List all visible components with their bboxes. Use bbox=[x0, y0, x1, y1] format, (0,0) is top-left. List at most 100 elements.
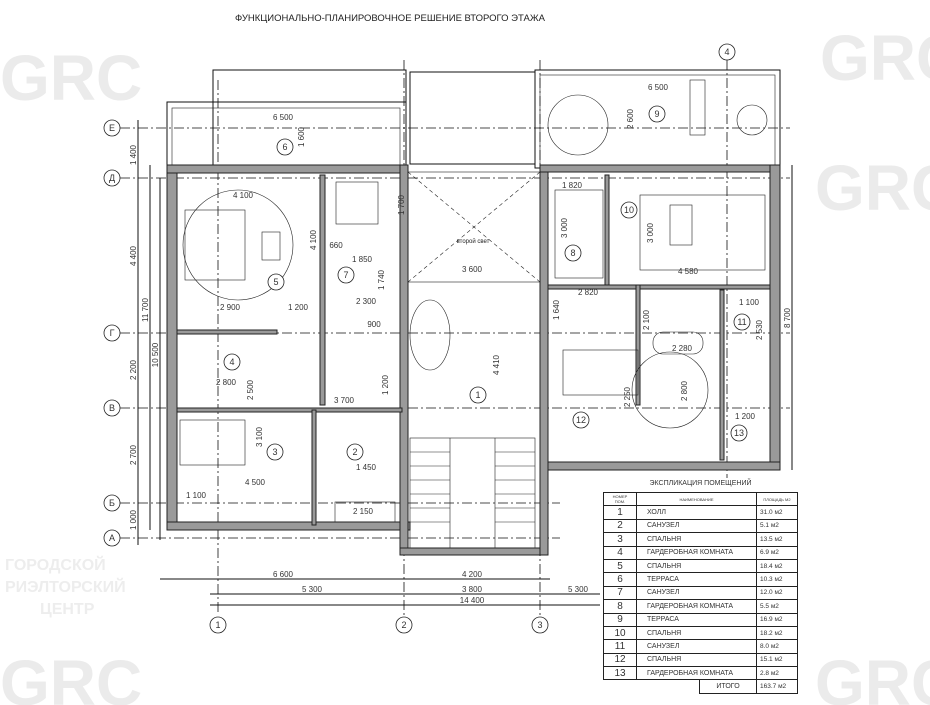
svg-text:10 500: 10 500 bbox=[151, 342, 160, 367]
svg-text:3 100: 3 100 bbox=[255, 426, 264, 447]
svg-text:3 800: 3 800 bbox=[462, 585, 483, 594]
svg-text:4 580: 4 580 bbox=[678, 267, 699, 276]
bed-icon bbox=[639, 194, 766, 271]
row-name: СПАЛЬНЯ bbox=[636, 532, 757, 547]
axis-bubble-3: 3 bbox=[531, 616, 549, 634]
bathtub-icon bbox=[334, 501, 396, 523]
svg-text:А: А bbox=[109, 533, 115, 543]
svg-text:14 400: 14 400 bbox=[460, 596, 485, 605]
svg-text:1 640: 1 640 bbox=[552, 299, 561, 320]
row-area: 5.5 м2 bbox=[756, 599, 798, 614]
svg-text:1 100: 1 100 bbox=[739, 298, 760, 307]
armchair-icon bbox=[669, 204, 693, 246]
svg-text:10: 10 bbox=[624, 205, 634, 215]
row-name: САНУЗЕЛ bbox=[636, 518, 757, 534]
svg-text:5 300: 5 300 bbox=[302, 585, 323, 594]
shower-icon bbox=[335, 181, 379, 225]
row-number: 13 bbox=[603, 666, 637, 681]
header-number: НОМЕР ПОМ. bbox=[603, 491, 637, 507]
svg-text:2 280: 2 280 bbox=[672, 344, 693, 353]
row-name: ХОЛЛ bbox=[636, 505, 757, 520]
row-number: 7 bbox=[603, 585, 637, 601]
balcony-railing bbox=[409, 71, 536, 165]
room-2: 2 bbox=[346, 443, 364, 461]
svg-text:3 000: 3 000 bbox=[560, 217, 569, 238]
axis-bubble-1: 1 bbox=[209, 616, 227, 634]
row-area: 12.0 м2 bbox=[756, 585, 798, 601]
svg-text:2 200: 2 200 bbox=[129, 359, 138, 380]
room-10: 10 bbox=[620, 201, 638, 219]
room-8: 8 bbox=[564, 244, 582, 262]
svg-text:2 500: 2 500 bbox=[246, 379, 255, 400]
row-number: 9 bbox=[603, 612, 637, 627]
watermark-logo: GRC bbox=[820, 22, 930, 94]
svg-text:4: 4 bbox=[229, 357, 234, 367]
total-value: 163.7 м2 bbox=[756, 680, 798, 695]
svg-text:2 300: 2 300 bbox=[356, 297, 377, 306]
axis-bubble-D: Д bbox=[103, 169, 121, 187]
row-name: ГАРДЕРОБНАЯ КОМНАТА bbox=[636, 666, 757, 681]
svg-text:3 700: 3 700 bbox=[334, 396, 355, 405]
axis-bubble-2: 2 bbox=[395, 616, 413, 634]
svg-text:2 600: 2 600 bbox=[626, 108, 635, 129]
row-number: 1 bbox=[603, 505, 637, 520]
svg-text:Б: Б bbox=[109, 498, 115, 508]
rug-icon bbox=[631, 351, 709, 429]
svg-text:13: 13 bbox=[734, 428, 744, 438]
svg-text:1 200: 1 200 bbox=[735, 412, 756, 421]
axis-bubble-V: В bbox=[103, 399, 121, 417]
watermark-logo: GRC bbox=[0, 647, 142, 705]
row-name: ГАРДЕРОБНАЯ КОМНАТА bbox=[636, 599, 757, 614]
svg-text:4 400: 4 400 bbox=[129, 245, 138, 266]
svg-text:6: 6 bbox=[282, 142, 287, 152]
room-3: 3 bbox=[266, 443, 284, 461]
row-number: 8 bbox=[603, 599, 637, 614]
svg-text:3 600: 3 600 bbox=[462, 265, 483, 274]
row-area: 18.2 м2 bbox=[756, 625, 798, 641]
row-name: СПАЛЬНЯ bbox=[636, 652, 757, 668]
svg-text:1: 1 bbox=[475, 390, 480, 400]
svg-text:1 850: 1 850 bbox=[352, 255, 373, 264]
row-number: 12 bbox=[603, 652, 637, 668]
row-number: 4 bbox=[603, 545, 637, 560]
total-label: ИТОГО bbox=[699, 680, 756, 695]
row-area: 10.3 м2 bbox=[756, 572, 798, 587]
svg-text:7: 7 bbox=[343, 270, 348, 280]
second-light-label: второй свет bbox=[457, 238, 490, 245]
room-schedule-title: ЭКСПЛИКАЦИЯ ПОМЕЩЕНИЙ bbox=[649, 480, 752, 487]
interior-dimensions: 6 500 1 600 4 100 4 100 2 900 1 200 660 … bbox=[186, 83, 764, 516]
second-light-void: второй свет bbox=[407, 171, 541, 283]
room-6: 6 bbox=[276, 138, 294, 156]
rug-icon bbox=[182, 189, 294, 301]
svg-text:6 500: 6 500 bbox=[648, 83, 669, 92]
axis-bubble-B: Б bbox=[103, 494, 121, 512]
svg-text:11: 11 bbox=[737, 317, 746, 327]
lounger-icon bbox=[689, 79, 706, 136]
wardrobe-icon bbox=[554, 189, 604, 279]
svg-text:1 820: 1 820 bbox=[562, 181, 583, 190]
svg-text:4 100: 4 100 bbox=[233, 191, 254, 200]
row-area: 6.9 м2 bbox=[756, 545, 798, 560]
svg-text:В: В bbox=[109, 403, 115, 413]
room-13: 13 bbox=[730, 424, 748, 442]
svg-text:2 900: 2 900 bbox=[220, 303, 241, 312]
bed-icon bbox=[562, 349, 639, 396]
room-schedule: ЭКСПЛИКАЦИЯ ПОМЕЩЕНИЙ НОМЕР ПОМ. НАИМЕНО… bbox=[603, 480, 798, 695]
armchair-icon bbox=[261, 231, 281, 261]
bed-icon bbox=[184, 209, 246, 281]
svg-text:8: 8 bbox=[570, 248, 575, 258]
page-title: ФУНКЦИОНАЛЬНО-ПЛАНИРОВОЧНОЕ РЕШЕНИЕ ВТОР… bbox=[235, 13, 546, 24]
svg-text:4 200: 4 200 bbox=[462, 570, 483, 579]
svg-text:1 600: 1 600 bbox=[297, 126, 306, 147]
row-number: 6 bbox=[603, 572, 637, 587]
rug-icon bbox=[547, 94, 609, 156]
header-area: ПЛОЩАДЬ М2 bbox=[756, 491, 798, 507]
